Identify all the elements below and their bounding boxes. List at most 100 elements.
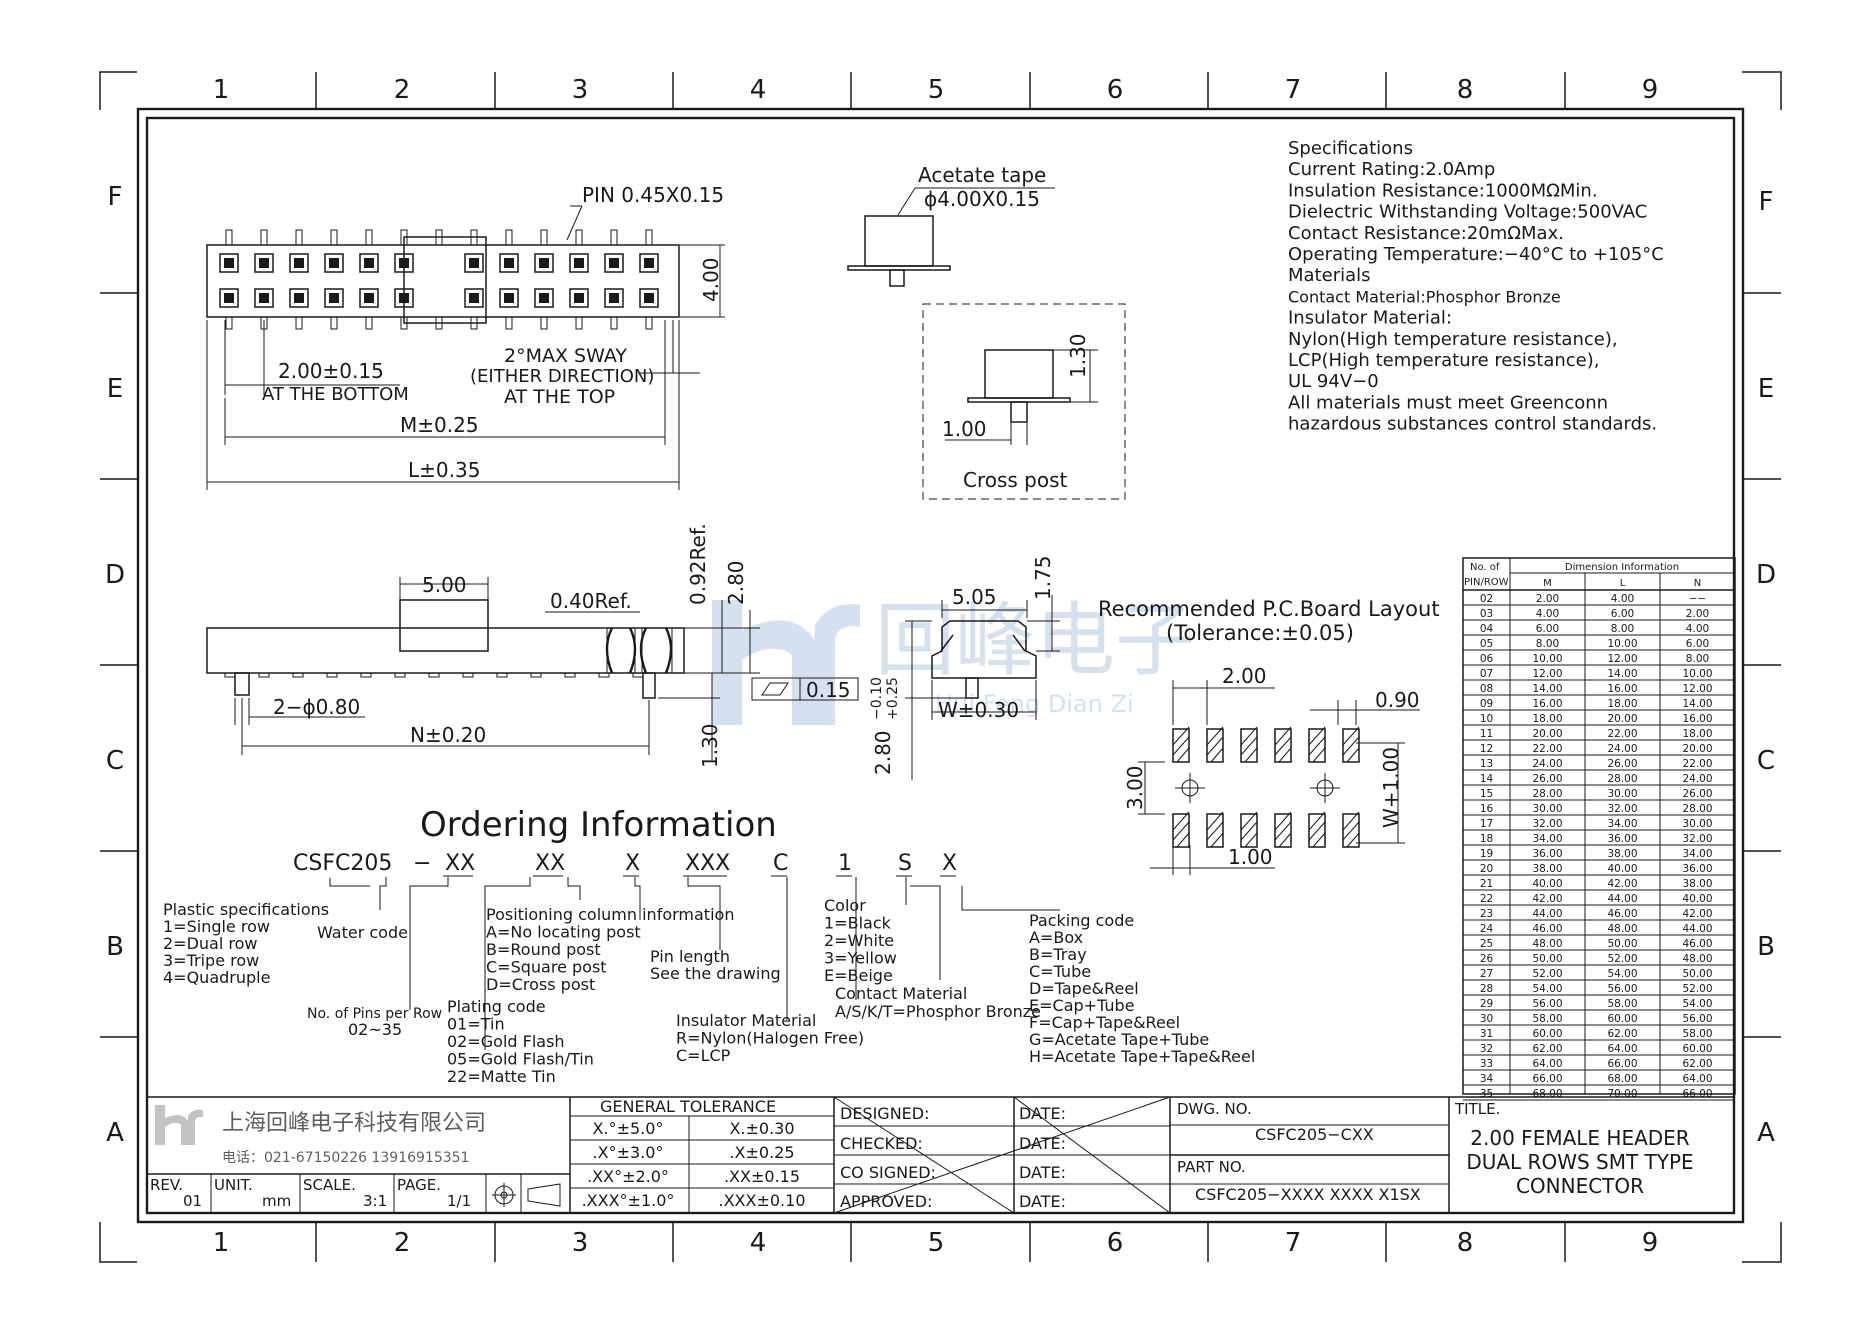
- table-cell: 44.00: [1607, 893, 1637, 905]
- contact-pin: [224, 293, 234, 303]
- row-label-right: D: [1756, 560, 1776, 590]
- ordering-insulator-line: Insulator Material: [676, 1011, 816, 1030]
- acetate-tape-view: Acetate tape ϕ4.00X0.15: [847, 163, 1055, 287]
- pcb-pad: [1172, 813, 1190, 848]
- contact-pin: [504, 293, 514, 303]
- table-cell: 8.00: [1686, 653, 1709, 665]
- order-code-segment: CSFC205: [293, 851, 392, 876]
- ordering-contact-line: A/S/K/T=Phosphor Bronze: [835, 1002, 1041, 1021]
- ordering-leaders: [329, 877, 1060, 1050]
- pin-stem: [575, 229, 583, 246]
- contact-pin: [609, 293, 619, 303]
- ordering-plating-line: 02=Gold Flash: [447, 1032, 565, 1051]
- side-pin-foot: [530, 672, 542, 678]
- pcb-100-dim: 1.00: [1228, 845, 1273, 869]
- table-cell: 29: [1480, 998, 1493, 1010]
- table-cell: 52.00: [1682, 983, 1712, 995]
- table-cell: 58.00: [1682, 1028, 1712, 1040]
- table-cell: 18.00: [1682, 728, 1712, 740]
- order-code-segment: X: [625, 851, 640, 876]
- ordering-position-line: B=Round post: [486, 940, 601, 959]
- table-cell: 30.00: [1532, 803, 1562, 815]
- table-cell: 8.00: [1611, 623, 1634, 635]
- cross-h-dim: 1.30: [1066, 333, 1090, 378]
- table-cell: 09: [1480, 698, 1493, 710]
- contact-pin: [539, 258, 549, 268]
- spec-line: UL 94V−0: [1288, 371, 1379, 392]
- contact-cavity: [639, 253, 659, 273]
- col-label-top: 6: [1107, 75, 1124, 105]
- pcb-300-dim: 3.00: [1123, 765, 1147, 810]
- table-cell: 24: [1480, 923, 1494, 935]
- pin-stem: [225, 229, 233, 246]
- table-cell: 16: [1480, 803, 1494, 815]
- side-130-dim: 1.30: [698, 723, 722, 768]
- table-cell: 19: [1480, 848, 1493, 860]
- table-cell: 42.00: [1682, 908, 1712, 920]
- page-label: PAGE.: [397, 1176, 441, 1194]
- pin-stem: [330, 316, 338, 330]
- table-cell: 60.00: [1682, 1043, 1712, 1055]
- ordering-packing-line: H=Acetate Tape+Tape&Reel: [1029, 1047, 1255, 1066]
- table-cell: 36.00: [1682, 863, 1712, 875]
- order-code-segment: −: [413, 851, 431, 876]
- table-cell: 4.00: [1686, 623, 1709, 635]
- ordering-plastic-line: 2=Dual row: [163, 934, 257, 953]
- contact-cavity: [604, 253, 624, 273]
- table-cell: 18.00: [1532, 713, 1562, 725]
- table-cell: 08: [1480, 683, 1493, 695]
- table-cell: 26.00: [1532, 773, 1562, 785]
- pin-stem: [400, 229, 408, 246]
- table-cell: 50.00: [1607, 938, 1637, 950]
- row-label-right: E: [1758, 374, 1774, 404]
- contact-cavity: [499, 253, 519, 273]
- date-label: DATE:: [1019, 1192, 1066, 1211]
- table-cell: 46.00: [1607, 908, 1637, 920]
- contact-cavity: [499, 288, 519, 308]
- row-label-left: A: [106, 1118, 124, 1148]
- col-label-top: 7: [1285, 75, 1302, 105]
- ordering-color-line: E=Beige: [824, 966, 893, 985]
- tolerance-angle: X.°±5.0°: [593, 1119, 664, 1138]
- title-block: 上海回峰电子科技有限公司 电话：021-67150226 13916915351…: [147, 1096, 1734, 1214]
- table-cell: 6.00: [1686, 638, 1709, 650]
- table-cell: 02: [1480, 593, 1493, 605]
- table-cell: 28.00: [1532, 788, 1562, 800]
- table-cell: 25: [1480, 938, 1493, 950]
- contact-pin: [294, 293, 304, 303]
- general-tolerance-title: GENERAL TOLERANCE: [600, 1097, 776, 1116]
- ordering-packing-line: D=Tape&Reel: [1029, 979, 1139, 998]
- row-label-right: B: [1757, 932, 1775, 962]
- pcb-pad: [1206, 813, 1224, 848]
- col-label-top: 9: [1642, 75, 1659, 105]
- pcb-pads: [1172, 726, 1360, 848]
- row-label-right: F: [1759, 187, 1774, 217]
- contact-cavity: [569, 288, 589, 308]
- side-pin-foot: [496, 672, 508, 678]
- col-label-top: 2: [394, 75, 411, 105]
- spec-line: All materials must meet Greenconn: [1288, 392, 1608, 413]
- pad-hatch: [1274, 726, 1292, 763]
- contact-pin: [259, 293, 269, 303]
- ordering-packing-line: Packing code: [1029, 911, 1134, 930]
- title-line-1: 2.00 FEMALE HEADER: [1470, 1126, 1689, 1150]
- pcb-pad: [1240, 728, 1258, 763]
- side-pin-foot: [258, 672, 270, 678]
- table-cell: 4.00: [1611, 593, 1634, 605]
- table-cell: 62.00: [1682, 1058, 1712, 1070]
- spec-line: Materials: [1288, 265, 1371, 286]
- table-cell: 38.00: [1607, 848, 1637, 860]
- table-cell: 66.00: [1532, 1073, 1562, 1085]
- contact-cavity: [254, 288, 274, 308]
- table-cell: 22: [1480, 893, 1493, 905]
- pcb-090-dim: 0.90: [1375, 688, 1420, 712]
- spec-line: Current Rating:2.0Amp: [1288, 159, 1495, 180]
- table-border: [1462, 557, 1736, 1095]
- table-cell: 30.00: [1607, 788, 1637, 800]
- ordering-plating-line: 01=Tin: [447, 1015, 505, 1034]
- ordering-position-line: C=Square post: [486, 958, 607, 977]
- col-label-bottom: 9: [1642, 1228, 1659, 1258]
- pitch-note: AT THE BOTTOM: [262, 384, 409, 405]
- ordering-plating-line: 22=Matte Tin: [447, 1067, 556, 1086]
- ordering-packing-line: E=Cap+Tube: [1029, 996, 1135, 1015]
